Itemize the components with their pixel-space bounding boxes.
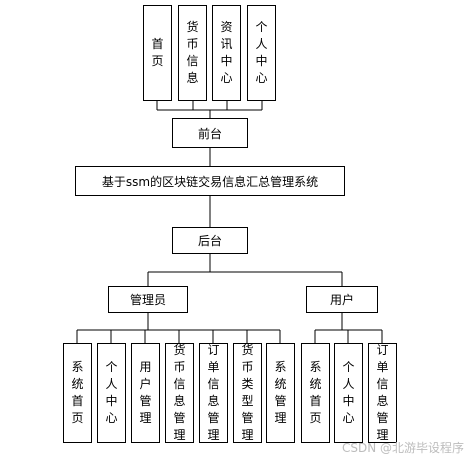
front-page-home: 首页 [143,5,172,101]
admin-page-currency-type-management: 货币类型管理 [233,343,262,443]
back-node: 后台 [172,227,248,254]
system-node: 基于ssm的区块链交易信息汇总管理系统 [75,166,345,196]
admin-page-currency-info-management: 货币信息管理 [165,343,194,443]
admin-page-user-management: 用户管理 [131,343,160,443]
user-node: 用户 [306,286,378,313]
front-page-news-center: 资讯中心 [212,5,241,101]
user-page-system-home: 系统首页 [301,343,330,443]
front-page-personal-center: 个人中心 [247,5,276,101]
front-page-currency-info: 货币信息 [178,5,207,101]
admin-page-system-management: 系统管理 [266,343,295,443]
front-node: 前台 [172,118,248,148]
admin-page-system-home: 系统首页 [63,343,92,443]
user-page-personal-center: 个人中心 [334,343,363,443]
admin-node: 管理员 [108,286,188,313]
user-page-order-info-management: 订单信息管理 [368,343,397,443]
admin-page-order-info-management: 订单信息管理 [199,343,228,443]
admin-page-personal-center: 个人中心 [97,343,126,443]
csdn-watermark: CSDN @北游毕设程序 [341,441,464,455]
